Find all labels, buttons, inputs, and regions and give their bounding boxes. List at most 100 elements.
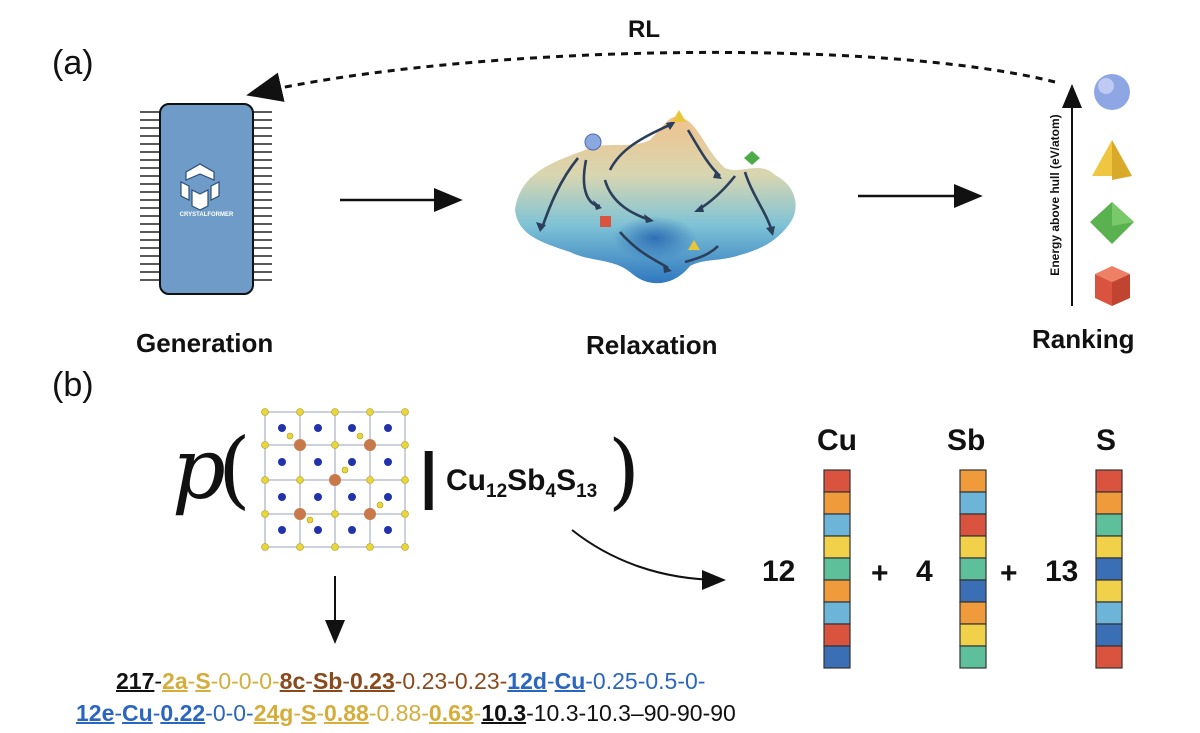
sequence-token: - xyxy=(316,700,325,726)
ranking-label: Ranking xyxy=(1032,324,1135,354)
token-cell xyxy=(1095,579,1123,603)
sequence-token: - xyxy=(187,668,196,694)
formula-count-s: 13 xyxy=(576,481,598,502)
plus-sign-1: + xyxy=(871,557,889,590)
token-cell xyxy=(1095,645,1123,669)
rl-label: RL xyxy=(628,16,660,43)
token-cell xyxy=(1095,469,1123,493)
token-cell xyxy=(959,557,987,581)
token-cell xyxy=(823,469,851,493)
token-cell xyxy=(959,535,987,559)
sequence-token: 0.63 xyxy=(428,700,474,726)
relaxation-label: Relaxation xyxy=(586,330,718,360)
generation-label: Generation xyxy=(136,328,274,358)
column-header-s: S xyxy=(1096,424,1117,457)
sequence-token: 10.3 xyxy=(481,700,527,726)
cube-crystal-icon xyxy=(1095,266,1130,306)
token-sequence-line-2: 12e-Cu-0.22-0-0-24g-S-0.88-0.88-0.63-10.… xyxy=(76,700,736,727)
column-header-cu: Cu xyxy=(817,424,857,457)
sequence-token: - xyxy=(114,700,123,726)
sequence-token: Sb xyxy=(312,668,343,694)
sequence-token: 8c xyxy=(279,668,306,694)
token-cell xyxy=(1095,601,1123,625)
token-cell xyxy=(823,513,851,537)
sequence-token: - xyxy=(154,668,163,694)
formula-count-cu: 12 xyxy=(486,481,508,502)
token-cell xyxy=(823,601,851,625)
sequence-token: - xyxy=(293,700,302,726)
multiplier-s: 13 xyxy=(1045,555,1079,588)
token-cell xyxy=(959,513,987,537)
composition-formula: Cu12Sb4S13 xyxy=(446,464,597,503)
panel-b-label: (b) xyxy=(52,366,94,404)
sequence-token: - xyxy=(473,700,482,726)
sequence-token: S xyxy=(195,668,211,694)
sphere-crystal-icon xyxy=(1094,74,1130,110)
plus-sign-2: + xyxy=(1000,557,1018,590)
panel-a-label: (a) xyxy=(52,44,94,82)
token-cell xyxy=(823,491,851,515)
sequence-token: - xyxy=(152,700,161,726)
sequence-token: -10.3-10.3–90-90-90 xyxy=(526,700,736,726)
condition-bar: | xyxy=(420,441,438,510)
formula-element-sb: Sb xyxy=(507,464,546,497)
sequence-token: -0-0- xyxy=(205,700,254,726)
multiplier-cu: 12 xyxy=(762,555,796,588)
token-cell xyxy=(1095,535,1123,559)
probability-p: p xyxy=(172,420,226,518)
octahedron-crystal-icon xyxy=(1090,202,1134,244)
sequence-token: 0.22 xyxy=(160,700,206,726)
sequence-token: 0.88 xyxy=(324,700,369,726)
formula-count-sb: 4 xyxy=(545,481,557,502)
sequence-token: 0.23 xyxy=(350,668,395,694)
token-cell xyxy=(959,469,987,493)
formula-open-paren: ( xyxy=(218,420,251,518)
sequence-token: 12e xyxy=(76,700,115,726)
token-cell xyxy=(959,601,987,625)
multiplier-sb: 4 xyxy=(916,555,933,588)
sequence-token: - xyxy=(342,668,350,694)
sequence-token: S xyxy=(301,700,317,726)
token-cell xyxy=(959,623,987,647)
token-cell xyxy=(959,579,987,603)
token-cell xyxy=(823,535,851,559)
token-cell xyxy=(959,491,987,515)
column-header-sb: Sb xyxy=(947,424,986,457)
pyramid-crystal-icon xyxy=(1092,140,1132,180)
token-cell xyxy=(1095,513,1123,537)
token-cell xyxy=(1095,491,1123,515)
sequence-token: -0-0-0- xyxy=(210,668,280,694)
formula-element-s: S xyxy=(556,464,577,497)
sequence-token: 217 xyxy=(116,668,155,694)
token-cell xyxy=(959,645,987,669)
sequence-token: - xyxy=(546,668,555,694)
token-cell xyxy=(823,579,851,603)
formula-close-paren: ) xyxy=(608,424,640,519)
token-cell xyxy=(1095,557,1123,581)
token-sequence-line-1: 217-2a-S-0-0-0-8c-Sb-0.23-0.23-0.23-12d-… xyxy=(116,668,705,695)
token-cell xyxy=(823,645,851,669)
sequence-token: -0.23-0.23- xyxy=(394,668,508,694)
sequence-token: - xyxy=(305,668,313,694)
sequence-token: Cu xyxy=(554,668,586,694)
formula-element-cu: Cu xyxy=(446,464,486,497)
sequence-token: 2a xyxy=(162,668,188,694)
sequence-token: Cu xyxy=(122,700,153,726)
token-cell xyxy=(823,623,851,647)
token-cell xyxy=(1095,623,1123,647)
sequence-token: -0.25-0.5-0- xyxy=(585,668,706,694)
sequence-token: 12d xyxy=(507,668,547,694)
token-cell xyxy=(823,557,851,581)
sequence-token: -0.88- xyxy=(368,700,429,726)
crystalformer-logo-text: CRYSTALFORMER xyxy=(179,212,234,218)
